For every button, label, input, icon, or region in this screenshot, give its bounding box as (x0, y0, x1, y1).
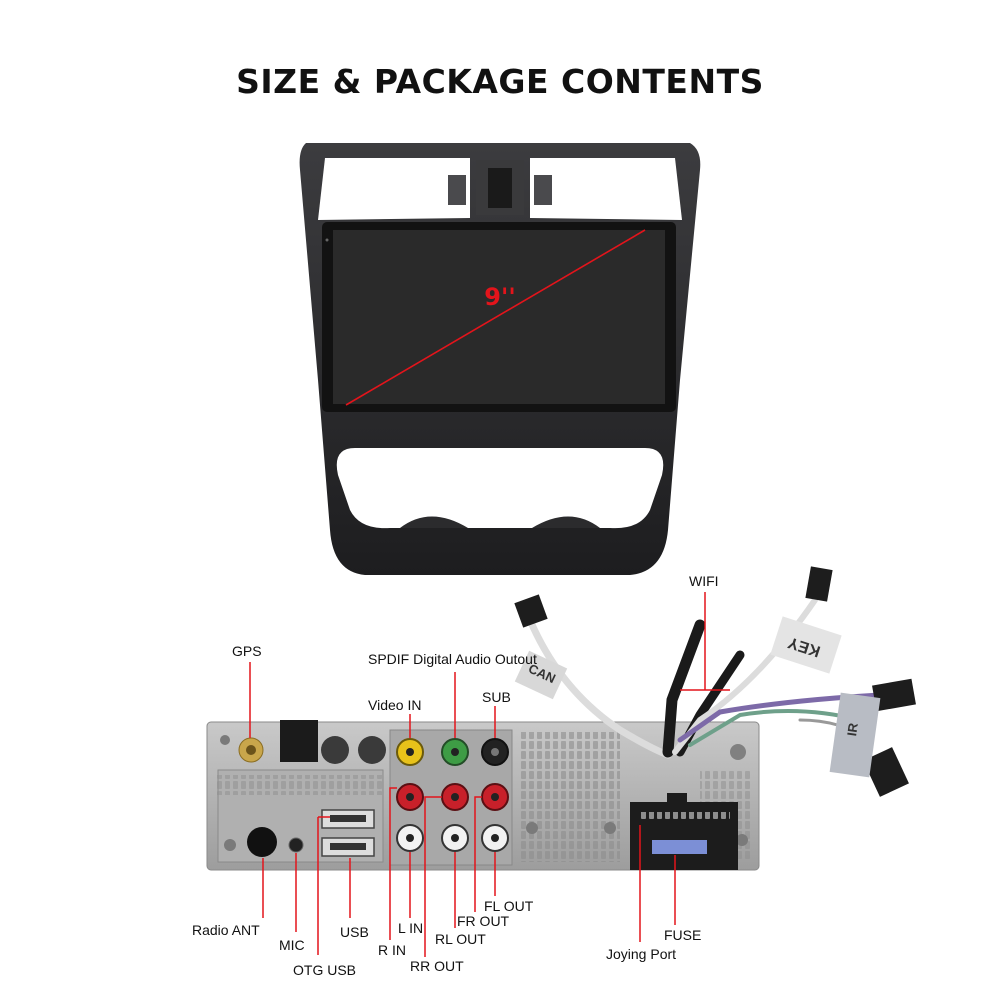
joying-port-label: Joying Port (606, 946, 677, 962)
fl-out-label: FL OUT (484, 898, 534, 914)
rr-out-label: RR OUT (410, 958, 464, 974)
head-unit-screen (322, 222, 676, 412)
gps-label: GPS (232, 643, 262, 659)
fr-out-label: FR OUT (457, 913, 510, 929)
annotation-lines (249, 592, 730, 957)
spdif-label: SPDIF Digital Audio Outout (368, 651, 537, 667)
screen-size-label: 9'' (484, 283, 516, 311)
page-title: SIZE & PACKAGE CONTENTS (236, 62, 764, 101)
wifi-label: WIFI (689, 573, 719, 589)
screen-diagonal-line (345, 229, 646, 406)
video-in-label: Video IN (368, 697, 422, 713)
ir-cable-tag: IR (844, 722, 861, 737)
sub-label: SUB (482, 689, 511, 705)
fuse-label: FUSE (664, 927, 702, 943)
radio-ant-label: Radio ANT (192, 922, 260, 938)
otg-usb-label: OTG USB (293, 962, 357, 978)
usb-label: USB (340, 924, 369, 940)
rl-out-label: RL OUT (435, 931, 486, 947)
mic-label: MIC (279, 937, 305, 953)
l-in-label: L IN (398, 920, 424, 936)
r-in-label: R IN (378, 942, 406, 958)
